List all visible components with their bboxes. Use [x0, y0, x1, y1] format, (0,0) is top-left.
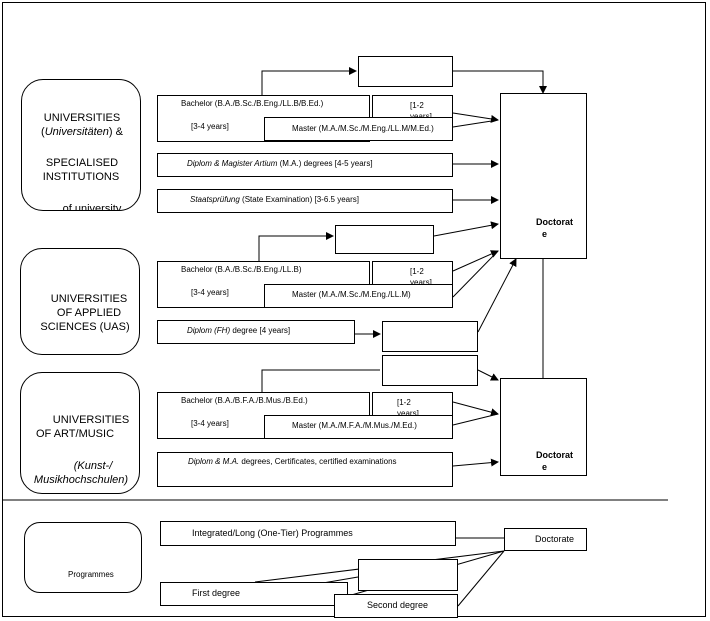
uas-box: UNIVERSITIES OF APPLIED SCIENCES (UAS): [20, 248, 140, 355]
legend-doctorate-box: [504, 528, 587, 551]
universities-title: UNIVERSITIES: [43, 112, 121, 124]
legend-doctorate-label: Doctorate: [535, 534, 575, 544]
uas-diplom-label: Diplom (FH) degree [4 years]: [187, 326, 291, 335]
universitaeten-label: Universitäten: [44, 126, 109, 138]
art-bachelor-label: Bachelor (B.A./B.F.A./B.Mus./B.Ed.): [181, 396, 308, 405]
of-university-label: of university: [62, 203, 122, 211]
uas-master-box: [264, 284, 453, 308]
art-title: UNIVERSITIES: [52, 414, 130, 426]
uni-diplom-label: Diplom & Magister Artium (M.A.) degrees …: [187, 159, 373, 168]
uni-master-years-box: [1-2 years]: [372, 95, 453, 119]
uas-master-years: [1-2 years]: [410, 267, 432, 285]
uas-sciences-label: SCIENCES (UAS): [40, 321, 130, 333]
art-master-years: [1-2 years]: [397, 398, 419, 416]
uni-diplom-box: [157, 153, 453, 177]
uas-diplom-box: [157, 320, 355, 344]
kunst-label: (Kunst-/: [73, 460, 113, 472]
legend-programmes-label: Programmes: [68, 570, 114, 579]
uas-title: UNIVERSITIES: [50, 293, 128, 305]
uni-bachelor-label: Bachelor (B.A./B.Sc./B.Eng./LL.B/B.Ed.): [181, 99, 324, 108]
legend-second-degree-box: [334, 594, 458, 618]
legend-integrated-label: Integrated/Long (One-Tier) Programmes: [192, 528, 353, 538]
legend-first-degree-label: First degree: [192, 588, 241, 598]
uas-diplom-pathway-box: [382, 321, 478, 352]
uas-applied-label: OF APPLIED: [56, 307, 122, 319]
uni-master-box: [264, 117, 453, 141]
uni-staats-label: Staatsprüfung (State Examination) [3-6.5…: [190, 195, 359, 204]
art-pathway-box: [382, 355, 478, 386]
uni-master-label: Master (M.A./M.Sc./M.Eng./LL.M/M.Ed.): [292, 124, 434, 133]
doctorate-upper-label-1: Doctorat: [536, 217, 574, 227]
legend-integrated-box: [160, 521, 456, 546]
art-master-box: [264, 415, 453, 439]
art-bachelor-years: [3-4 years]: [191, 419, 229, 428]
legend-empty-box: [358, 559, 458, 591]
specialised-label: SPECIALISED: [45, 157, 119, 169]
art-diplom-label: Diplom & M.A. degrees, Certificates, cer…: [188, 457, 397, 466]
uni-master-years: [1-2 years]: [410, 101, 432, 119]
doctorate-upper-label-2: e: [542, 229, 548, 239]
doctorate-lower-box: Doctorat e: [500, 378, 587, 476]
art-master-years-box: [1-2 years]: [372, 392, 453, 416]
uni-staats-box: [157, 189, 453, 213]
uas-pathway-box: [335, 225, 434, 254]
doctorate-lower-label-2: e: [542, 462, 548, 472]
uni-bachelor-years: [3-4 years]: [191, 122, 229, 131]
art-music-label: OF ART/MUSIC: [35, 428, 115, 440]
legend-second-degree-label: Second degree: [367, 600, 429, 610]
art-diplom-box: [157, 452, 453, 487]
art-master-label: Master (M.A./M.F.A./M.Mus./M.Ed.): [292, 421, 417, 430]
universities-box: UNIVERSITIES (Universitäten) & SPECIALIS…: [21, 79, 141, 211]
uni-pathway-box: [358, 56, 453, 87]
uas-master-label: Master (M.A./M.Sc./M.Eng./LL.M): [292, 290, 411, 299]
legend-programmes-box: Programmes: [24, 522, 142, 593]
uas-master-years-box: [1-2 years]: [372, 261, 453, 285]
art-music-box: UNIVERSITIES OF ART/MUSIC (Kunst-/ Musik…: [20, 372, 140, 494]
legend-first-degree-box: [160, 582, 348, 606]
musikhochschulen-label: Musikhochschulen): [33, 474, 129, 486]
uas-bachelor-label: Bachelor (B.A./B.Sc./B.Eng./LL.B): [181, 265, 302, 274]
doctorate-lower-label-1: Doctorat: [536, 450, 574, 460]
doctorate-upper-box: Doctorat e: [500, 93, 587, 259]
uas-bachelor-years: [3-4 years]: [191, 288, 229, 297]
institutions-label: INSTITUTIONS: [42, 171, 120, 183]
